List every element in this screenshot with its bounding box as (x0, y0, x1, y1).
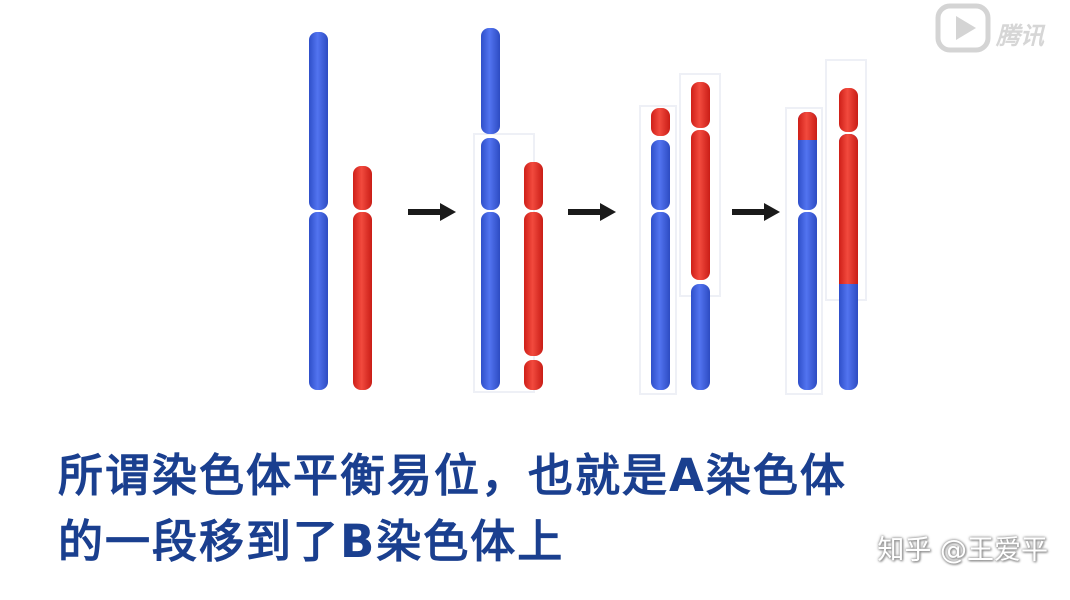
chromosome-a-tip (481, 28, 500, 134)
caption-line-1: 所谓染色体平衡易位，也就是A染色体 (58, 449, 847, 502)
chromosome-b-q-arm (524, 212, 543, 356)
arrow-3 (732, 203, 780, 221)
chromosome-b-p-arm (524, 162, 543, 210)
chromosome-a-q-arm (481, 212, 500, 390)
chromosome-a-q-arm (798, 212, 817, 390)
chromosome-b-q-arm (353, 212, 372, 390)
chromosome-b-p-arm (353, 166, 372, 210)
stage-breaks (481, 28, 543, 390)
chromosome-a-p-arm (481, 138, 500, 210)
chromosome-a-p-arm (651, 140, 670, 210)
background-halos (473, 59, 867, 395)
chromosome-a-red-cap (651, 108, 670, 136)
chromosome-a-p-arm (309, 32, 328, 210)
caption-line-2: 的一段移到了B染色体上 (58, 515, 565, 568)
video-watermark: 腾讯 (934, 0, 1070, 56)
arrow-1 (408, 203, 456, 221)
stage-original (309, 32, 372, 390)
stage-segments-exchanged (651, 82, 710, 390)
chromosome-b-q-arm-red (839, 134, 858, 284)
author-credit: 知乎 @王爱平 (877, 535, 1048, 566)
chromosome-b-p-arm (839, 88, 858, 132)
video-play-icon (935, 3, 991, 53)
chromosome-b-blue-segment (691, 284, 710, 390)
stage-reciprocal-translocation (798, 88, 858, 390)
watermark-text: 腾讯 (996, 22, 1044, 50)
chromosome-b-p-arm (691, 82, 710, 128)
chromosome-b-q-arm (691, 130, 710, 280)
chromosome-a-q-arm (651, 212, 670, 390)
arrow-2 (568, 203, 616, 221)
chromosome-b-tip (524, 360, 543, 390)
chromosome-a-q-arm (309, 212, 328, 390)
